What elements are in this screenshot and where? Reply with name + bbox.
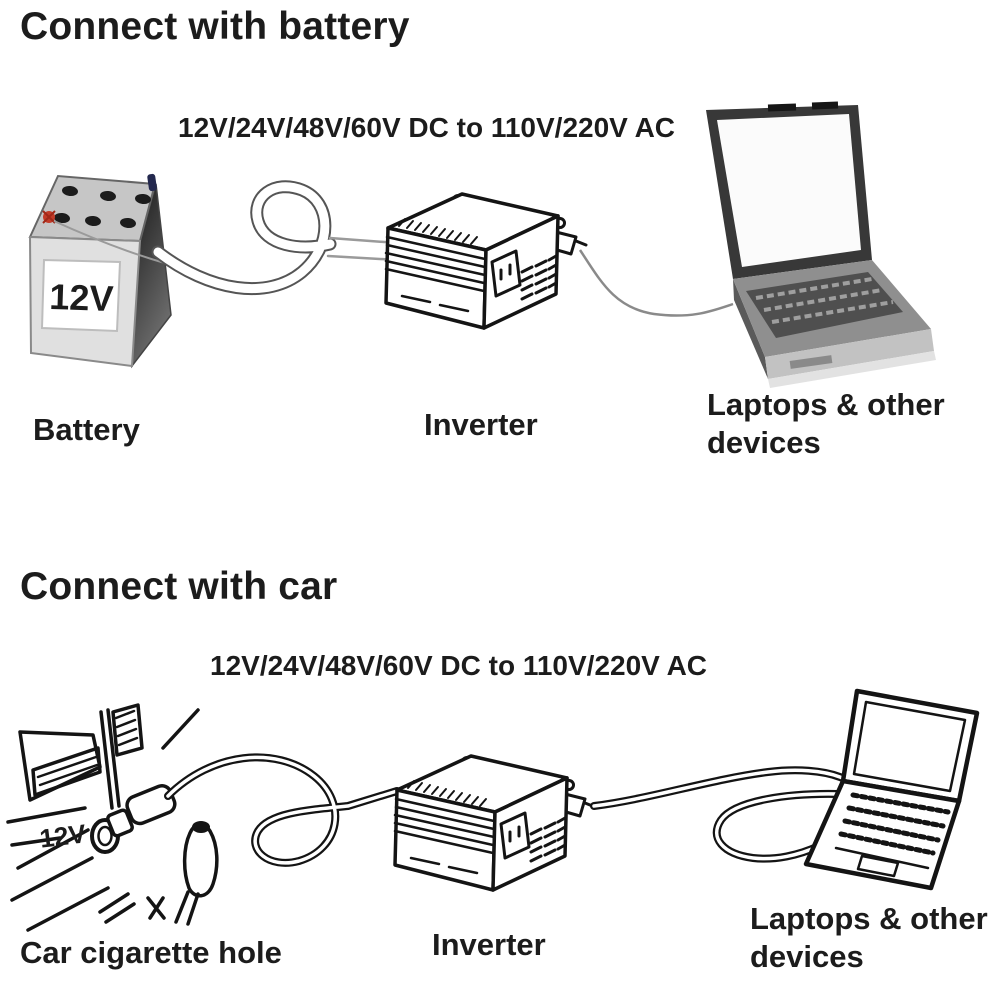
inverter-label: Inverter (424, 407, 538, 442)
battery-negative-terminal (147, 173, 157, 192)
battery-icon: 12V (28, 173, 172, 369)
inverter-label: Inverter (432, 927, 546, 962)
car-cigarette-hole-label: Car cigarette hole (20, 935, 282, 970)
conversion-note-battery: 12V/24V/48V/60V DC to 110V/220V AC (178, 112, 676, 143)
battery-voltage-text: 12V (49, 276, 114, 319)
inverter-to-laptop-cable (578, 249, 734, 317)
battery-label: Battery (33, 412, 140, 447)
laptop-icon (803, 688, 980, 891)
laptop-devices-label: Laptops & other devices (707, 387, 945, 460)
inverter-icon (395, 756, 595, 890)
conversion-note-car: 12V/24V/48V/60V DC to 110V/220V AC (210, 650, 708, 681)
car-socket-icon: 12V (6, 703, 219, 932)
battery-positive-terminal (42, 210, 56, 224)
laptop-devices-label: Laptops & other devices (750, 901, 988, 974)
car-to-inverter-cable (164, 753, 401, 867)
inverter-icon (386, 194, 586, 328)
section-title-battery: Connect with battery (20, 5, 410, 48)
car-socket-voltage-text: 12V (38, 818, 88, 853)
laptop-icon (706, 101, 936, 388)
section-title-car: Connect with car (20, 565, 338, 608)
battery-to-inverter-cable (151, 180, 400, 296)
